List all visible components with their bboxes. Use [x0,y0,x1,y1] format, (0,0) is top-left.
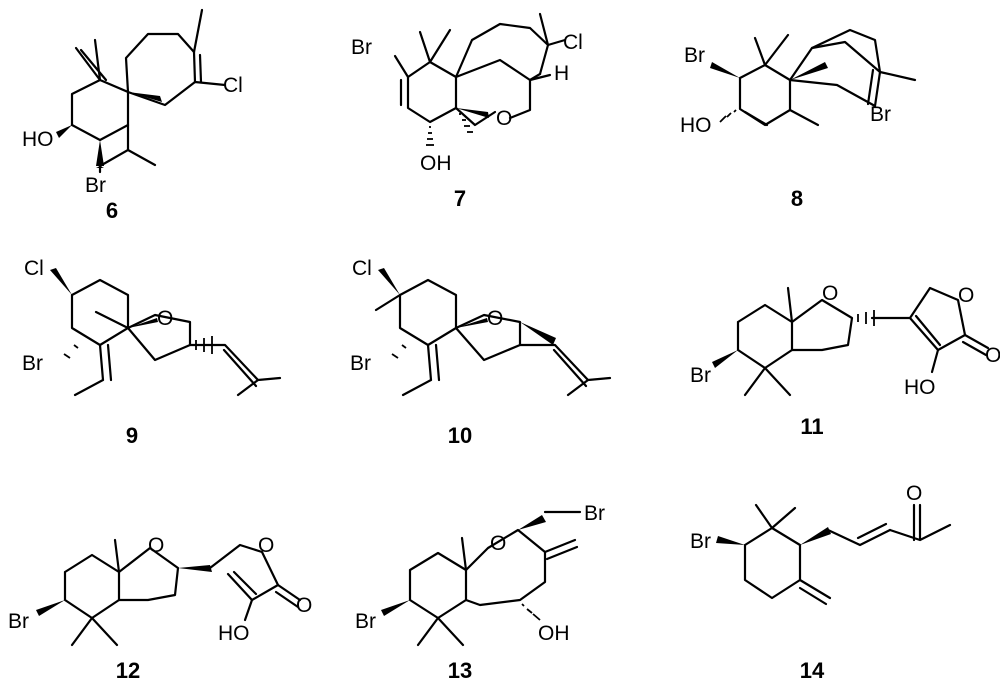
hydroxyl-label: HO [218,622,250,645]
wedge-bond [710,62,740,78]
compound-number: 9 [126,423,138,448]
chlorine-label: Cl [352,257,372,280]
compound-9: Cl Br O 9 [22,257,282,448]
hydroxyl-label: OH [420,152,452,175]
ether-oxygen-label: O [157,307,173,330]
compound-8: Br HO Br 8 [680,28,917,211]
compound-number: 7 [454,186,466,211]
carbonyl-oxygen-label: O [296,594,312,617]
wedge-bond [518,515,546,530]
hashed-bond [459,113,473,133]
carbonyl-oxygen-label: O [985,344,1000,367]
compound-number: 8 [791,186,803,211]
bromine-label: Br [85,174,106,197]
bromine-label: Br [351,36,372,59]
wedge-bond [520,322,556,345]
ether-oxygen-label: O [496,107,512,130]
wedge-bond [456,318,488,328]
wedge-bond [128,318,158,328]
bromine-label: Br [22,352,43,375]
wedge-bond [56,125,72,138]
bromine-label: Br [350,352,371,375]
wedge-bond [96,140,104,166]
carbonyl-oxygen-label: O [906,482,922,505]
bromine-label: Br [8,610,29,633]
compound-13: Br O Br OH 13 [355,502,605,683]
ring-oxygen-label: O [148,534,164,557]
compound-number: 11 [800,414,823,439]
compound-11: Br O O O HO 11 [690,282,1000,439]
hashed-bond [391,344,407,359]
chlorine-label: Cl [223,74,243,97]
ring-oxygen-label: O [822,282,838,305]
compound-12: Br O O O HO 12 [8,534,312,683]
hashed-bond [195,336,213,354]
wedge-bond [790,62,828,80]
ether-oxygen-label: O [487,307,503,330]
hydroxyl-label: HO [680,114,712,137]
hydrogen-label: H [554,62,569,85]
lactone-oxygen-label: O [958,284,974,307]
wedge-bond [381,600,410,616]
wedge-bond [36,600,65,616]
lactone-oxygen-label: O [258,534,274,557]
chlorine-label: Cl [24,257,44,280]
wedge-bond [712,350,738,368]
bromine-label: Br [355,610,376,633]
hashed-bond [857,310,875,326]
compound-6: HO Br Cl 6 [22,8,243,223]
compound-7: Br Cl H O OH 7 [351,12,583,211]
compound-number: 13 [448,658,472,683]
compound-10: Cl Br O 10 [350,257,612,448]
bromine-label: Br [690,364,711,387]
bromine-label: Br [684,44,705,67]
hydroxyl-label: HO [904,376,936,399]
bromine-label: Br [584,502,605,525]
wedge-bond [456,108,489,118]
hashed-bond [521,603,541,621]
wedge-bond [716,536,745,545]
compound-14: Br O 14 [690,482,952,683]
chlorine-label: Cl [563,31,583,54]
wedge-bond [378,268,400,295]
hashed-bond [719,109,737,123]
compound-number: 6 [106,198,118,223]
hashed-bond [426,126,434,146]
wedge-bond [800,527,831,545]
hydroxyl-label: HO [22,128,54,151]
ring-oxygen-label: O [490,532,506,555]
wedge-bond [178,565,212,572]
compound-number: 12 [116,658,140,683]
hydroxyl-label: OH [538,622,570,645]
compound-number: 10 [448,423,472,448]
compound-number: 14 [800,658,825,683]
bromine-label: Br [870,103,891,126]
bromine-label: Br [690,530,711,553]
wedge-bond [128,92,162,102]
hashed-bond [63,344,79,359]
wedge-bond [50,268,72,295]
